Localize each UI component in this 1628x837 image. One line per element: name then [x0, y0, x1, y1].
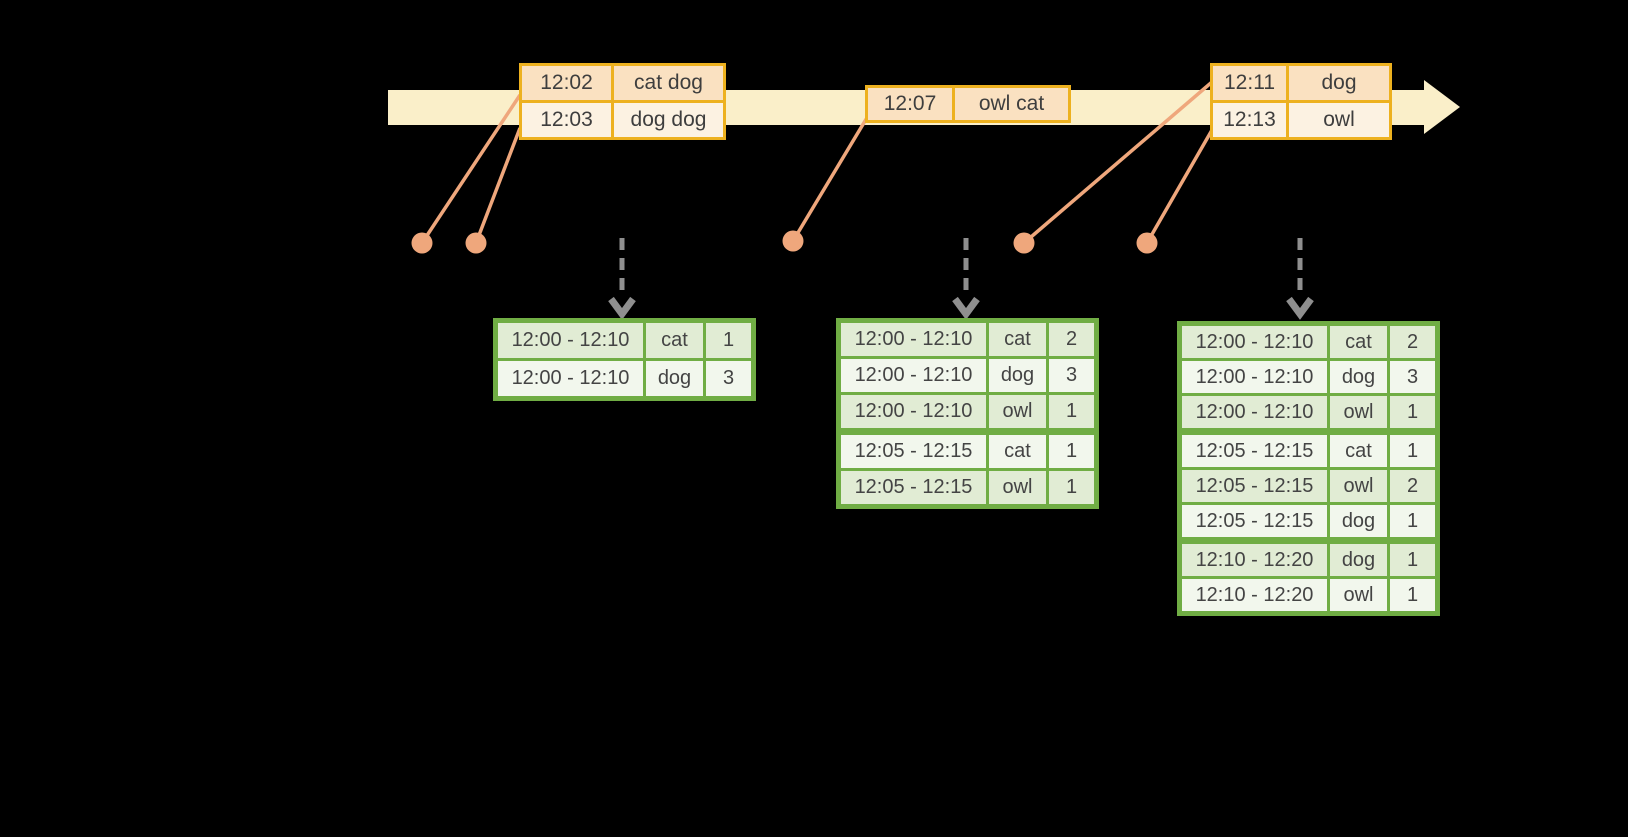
event-time-cell: 12:07	[868, 88, 952, 120]
word-cell: cat	[1330, 326, 1387, 358]
event-connector-line	[474, 127, 522, 244]
window-cell: 12:00 - 12:10	[841, 323, 986, 356]
window-cell: 12:00 - 12:10	[841, 395, 986, 428]
word-cell: dog	[989, 359, 1046, 392]
count-cell: 3	[1390, 361, 1435, 393]
count-cell: 1	[1390, 435, 1435, 467]
event-connector-line	[1022, 80, 1214, 245]
count-cell: 1	[1049, 471, 1094, 504]
word-cell: dog	[1330, 544, 1387, 576]
event-dot	[1013, 232, 1035, 254]
word-cell: owl	[1330, 579, 1387, 611]
trigger-arrow-head	[1286, 296, 1314, 320]
window-cell: 12:05 - 12:15	[1182, 435, 1327, 467]
window-cell: 12:00 - 12:10	[1182, 326, 1327, 358]
window-cell: 12:00 - 12:10	[1182, 396, 1327, 428]
count-cell: 1	[1049, 395, 1094, 428]
word-cell: cat	[1330, 435, 1387, 467]
count-cell: 1	[1390, 544, 1435, 576]
window-cell: 12:05 - 12:15	[1182, 470, 1327, 502]
event-connector-line	[1145, 129, 1214, 244]
word-cell: dog	[646, 361, 703, 396]
window-cell: 12:05 - 12:15	[841, 471, 986, 504]
count-cell: 2	[1049, 323, 1094, 356]
word-cell: dog	[1330, 505, 1387, 537]
event-words-cell: owl cat	[955, 88, 1068, 120]
window-cell: 12:05 - 12:15	[1182, 505, 1327, 537]
window-cell: 12:00 - 12:10	[1182, 361, 1327, 393]
event-dot	[782, 230, 804, 252]
event-dot	[1136, 232, 1158, 254]
event-dot	[411, 232, 433, 254]
word-cell: owl	[989, 395, 1046, 428]
word-cell: owl	[989, 471, 1046, 504]
event-connector-line	[791, 115, 870, 242]
word-cell: dog	[1330, 361, 1387, 393]
count-cell: 3	[706, 361, 751, 396]
count-cell: 1	[1049, 435, 1094, 468]
event-dot	[465, 232, 487, 254]
count-cell: 2	[1390, 326, 1435, 358]
word-cell: cat	[646, 323, 703, 358]
event-time-cell: 12:11	[1213, 66, 1286, 100]
count-cell: 1	[706, 323, 751, 358]
trigger-arrow-head	[952, 296, 980, 320]
event-time-cell: 12:02	[522, 66, 611, 100]
window-cell: 12:00 - 12:10	[498, 361, 643, 396]
count-cell: 1	[1390, 505, 1435, 537]
window-cell: 12:05 - 12:15	[841, 435, 986, 468]
window-cell: 12:00 - 12:10	[498, 323, 643, 358]
event-words-cell: dog	[1289, 66, 1389, 100]
count-cell: 2	[1390, 470, 1435, 502]
event-time-cell: 12:13	[1213, 103, 1286, 137]
window-cell: 12:10 - 12:20	[1182, 544, 1327, 576]
timeline-arrowhead	[1424, 80, 1460, 134]
word-cell: owl	[1330, 396, 1387, 428]
event-time-cell: 12:03	[522, 103, 611, 137]
count-cell: 1	[1390, 396, 1435, 428]
event-words-cell: cat dog	[614, 66, 723, 100]
event-words-cell: owl	[1289, 103, 1389, 137]
event-connector-line	[420, 94, 522, 244]
word-cell: cat	[989, 435, 1046, 468]
trigger-arrow-head	[608, 296, 636, 320]
window-cell: 12:10 - 12:20	[1182, 579, 1327, 611]
count-cell: 1	[1390, 579, 1435, 611]
word-cell: cat	[989, 323, 1046, 356]
event-words-cell: dog dog	[614, 103, 723, 137]
window-cell: 12:00 - 12:10	[841, 359, 986, 392]
count-cell: 3	[1049, 359, 1094, 392]
word-cell: owl	[1330, 470, 1387, 502]
